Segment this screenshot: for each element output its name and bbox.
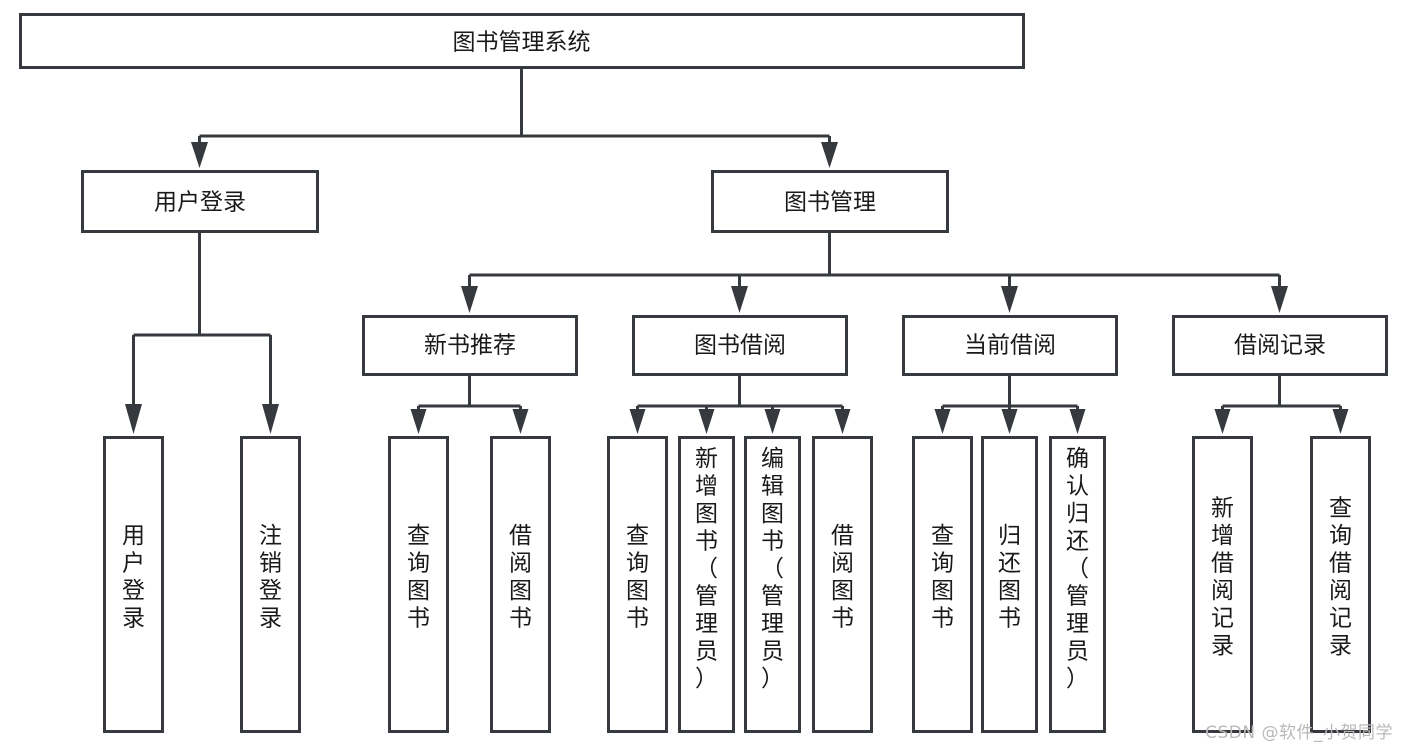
arrowhead-cb-query-book	[934, 409, 951, 434]
leaf-bb-query-book[interactable]: 查询图书	[607, 436, 668, 733]
leaf-bb-query-book-label: 查询图书	[626, 523, 649, 632]
leaf-nbr-query-book-box	[388, 436, 449, 733]
leaf-cb-query-book-box	[912, 436, 973, 733]
node-current-borrow-label: 当前借阅	[964, 333, 1056, 359]
leaf-bb-add-book[interactable]: 新增图书（管理员）	[678, 436, 735, 733]
arrowhead-br-add-record	[1214, 409, 1231, 434]
leaf-br-add-record-label: 新增借阅记录	[1211, 495, 1234, 659]
arrowhead-user-login	[191, 142, 208, 168]
connector-group-new-book-recommend	[410, 375, 529, 434]
leaf-br-add-record[interactable]: 新增借阅记录	[1192, 436, 1253, 733]
watermark-label: CSDN @软件_小贺同学	[1205, 723, 1393, 743]
node-current-borrow[interactable]: 当前借阅	[902, 315, 1118, 376]
leaf-br-query-record-label: 查询借阅记录	[1329, 495, 1352, 659]
leaf-bb-edit-book-box	[744, 436, 801, 733]
leaf-user-login[interactable]: 用户登录	[103, 436, 164, 733]
leaf-bb-edit-book[interactable]: 编辑图书（管理员）	[744, 436, 801, 733]
node-root-system-box	[19, 13, 1025, 69]
leaf-cb-confirm-return[interactable]: 确认归还（管理员）	[1049, 436, 1106, 733]
connector-group-user-login	[125, 232, 279, 434]
node-book-management-label: 图书管理	[784, 190, 876, 216]
connector-group-book-mgmt	[461, 232, 1288, 313]
connector-group-borrow-record	[1214, 375, 1349, 434]
node-user-login-label: 用户登录	[154, 190, 246, 216]
leaf-user-login-label: 用户登录	[122, 523, 145, 632]
leaf-nbr-borrow-book[interactable]: 借阅图书	[490, 436, 551, 733]
arrowhead-current-borrow	[1001, 286, 1018, 313]
leaf-cb-query-book-label: 查询图书	[931, 523, 954, 632]
arrowhead-br-query-record	[1332, 409, 1349, 434]
leaf-logout-label: 注销登录	[259, 523, 282, 632]
leaf-br-query-record-box	[1310, 436, 1371, 733]
leaf-cb-confirm-return-label: 确认归还（管理员）	[1066, 446, 1089, 692]
arrowhead-book-mgmt	[821, 142, 838, 168]
node-borrow-record[interactable]: 借阅记录	[1172, 315, 1388, 376]
leaf-cb-return-book-box	[981, 436, 1038, 733]
leaf-logout[interactable]: 注销登录	[240, 436, 301, 733]
arrowhead-book-borrow	[731, 286, 748, 313]
node-book-management-box	[711, 170, 949, 233]
node-book-borrow-box	[632, 315, 848, 376]
leaf-nbr-query-book[interactable]: 查询图书	[388, 436, 449, 733]
arrowhead-new-book-recommend	[461, 286, 478, 313]
leaf-bb-query-book-box	[607, 436, 668, 733]
node-borrow-record-box	[1172, 315, 1388, 376]
leaf-br-add-record-box	[1192, 436, 1253, 733]
arrowhead-borrow-record	[1271, 286, 1288, 313]
connector-group-book-borrow	[629, 375, 851, 434]
node-user-login-box	[81, 170, 319, 233]
leaf-bb-borrow-book-box	[812, 436, 873, 733]
node-new-book-recommend[interactable]: 新书推荐	[362, 315, 578, 376]
arrowhead-nbr-query-book	[410, 409, 427, 434]
node-root-system-label: 图书管理系统	[453, 30, 591, 56]
arrowhead-cb-confirm-return	[1069, 409, 1086, 434]
leaf-cb-query-book[interactable]: 查询图书	[912, 436, 973, 733]
arrowhead-bb-add-book	[698, 409, 715, 434]
node-borrow-record-label: 借阅记录	[1234, 333, 1326, 359]
leaf-nbr-query-book-label: 查询图书	[407, 523, 430, 632]
connector-group-root	[191, 68, 838, 168]
node-book-borrow-label: 图书借阅	[694, 333, 786, 359]
node-book-management[interactable]: 图书管理	[711, 170, 949, 233]
leaf-cb-return-book-label: 归还图书	[998, 523, 1021, 632]
arrowhead-leaf-logout	[262, 404, 279, 434]
arrowhead-cb-return-book	[1001, 409, 1018, 434]
leaf-cb-return-book[interactable]: 归还图书	[981, 436, 1038, 733]
leaf-bb-borrow-book[interactable]: 借阅图书	[812, 436, 873, 733]
node-user-login[interactable]: 用户登录	[81, 170, 319, 233]
leaf-user-login-box	[103, 436, 164, 733]
leaf-nbr-borrow-book-box	[490, 436, 551, 733]
arrowhead-bb-edit-book	[764, 409, 781, 434]
leaf-br-query-record[interactable]: 查询借阅记录	[1310, 436, 1371, 733]
leaf-cb-confirm-return-box	[1049, 436, 1106, 733]
leaf-logout-box	[240, 436, 301, 733]
node-new-book-recommend-label: 新书推荐	[424, 333, 516, 359]
leaf-bb-add-book-label: 新增图书（管理员）	[695, 446, 718, 692]
arrowhead-leaf-user-login	[125, 404, 142, 434]
arrowhead-bb-borrow-book	[834, 409, 851, 434]
leaf-bb-edit-book-label: 编辑图书（管理员）	[761, 446, 784, 692]
leaf-bb-borrow-book-label: 借阅图书	[831, 523, 854, 632]
arrowhead-nbr-borrow-book	[512, 409, 529, 434]
node-new-book-recommend-box	[362, 315, 578, 376]
node-book-borrow[interactable]: 图书借阅	[632, 315, 848, 376]
leaf-nbr-borrow-book-label: 借阅图书	[509, 523, 532, 632]
node-current-borrow-box	[902, 315, 1118, 376]
leaf-bb-add-book-box	[678, 436, 735, 733]
node-root-system[interactable]: 图书管理系统	[19, 13, 1025, 69]
connector-group-current-borrow	[934, 375, 1086, 434]
arrowhead-bb-query-book	[629, 409, 646, 434]
